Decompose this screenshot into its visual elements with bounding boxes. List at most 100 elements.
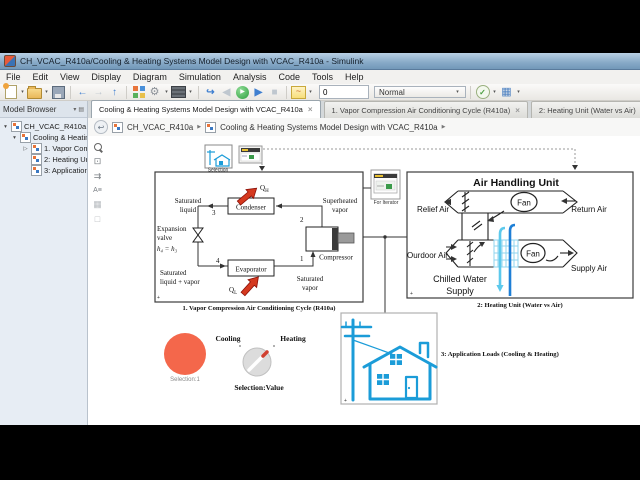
- model-browser-title: Model Browser: [3, 104, 57, 114]
- menu-code[interactable]: Code: [278, 72, 300, 82]
- breadcrumb-item-current[interactable]: Cooling & Heating Systems Model Design w…: [220, 122, 438, 132]
- selection-knob[interactable]: Cooling Heating Selection:Value: [215, 334, 305, 392]
- breadcrumb-back-button[interactable]: ↩: [94, 120, 108, 134]
- fit-to-view-icon[interactable]: ⊡: [93, 156, 102, 166]
- open-caret-icon[interactable]: ▾: [45, 89, 48, 95]
- menu-help[interactable]: Help: [345, 72, 364, 82]
- svg-text:valve: valve: [157, 234, 172, 242]
- build-button[interactable]: ▦: [501, 85, 512, 98]
- browser-collapse-icon[interactable]: ▤: [78, 106, 84, 113]
- stop-button[interactable]: ■: [271, 86, 278, 98]
- new-model-button[interactable]: [2, 83, 18, 100]
- model-advisor-button[interactable]: ✓: [475, 85, 490, 100]
- close-icon[interactable]: ×: [307, 105, 313, 114]
- toolbar: ▾ ▾ ← → ↑ ⚙ ▾ ▾ ↪ ◀ ▶ ▶ ■ ~ ▾ Normal: [0, 83, 640, 101]
- house-windows: [377, 354, 411, 390]
- update-diagram-button[interactable]: ↪: [206, 86, 215, 98]
- application-loads-subsystem[interactable]: +: [340, 312, 438, 405]
- sim-stop-time-input[interactable]: [319, 85, 369, 99]
- svg-text:vapor: vapor: [332, 206, 349, 214]
- library-browser-button[interactable]: [131, 85, 146, 100]
- tab-model-design[interactable]: Cooling & Heating Systems Model Design w…: [91, 100, 321, 118]
- image-icon[interactable]: ▦: [93, 199, 102, 209]
- window-titlebar-icon: [375, 175, 383, 177]
- new-model-caret-icon[interactable]: ▾: [21, 89, 24, 95]
- new-model-icon: [2, 83, 17, 99]
- probe-caret-icon[interactable]: ▾: [309, 89, 312, 95]
- house-mini-icon: [207, 150, 231, 167]
- step-forward-button[interactable]: ▶: [254, 86, 263, 98]
- config-caret-icon[interactable]: ▾: [189, 89, 192, 95]
- evaporator-block[interactable]: [227, 259, 275, 277]
- model-canvas[interactable]: ⊡ ⇉ A≡ ▦ □: [88, 136, 640, 425]
- menu-simulation[interactable]: Simulation: [178, 72, 221, 82]
- sim-mode-select[interactable]: Normal ▾: [374, 86, 466, 98]
- area-box-icon[interactable]: □: [94, 213, 101, 224]
- tree-item-application-loads[interactable]: 3: Application: [0, 165, 87, 176]
- menu-view[interactable]: View: [60, 72, 80, 82]
- menu-display[interactable]: Display: [91, 72, 121, 82]
- expansion-valve-symbol: [192, 227, 204, 243]
- model-config-button[interactable]: [171, 85, 186, 100]
- node-4: 4: [216, 257, 220, 265]
- pan-arrows-icon[interactable]: ⇉: [93, 171, 102, 181]
- tab-heating-unit[interactable]: 2: Heating Unit (Water vs Air) ×: [530, 101, 640, 118]
- enthalpy-equation: h₄ = h₃: [157, 245, 178, 253]
- vapor-compression-subsystem[interactable]: 1. Vapor Compression Air Conditioning Cy…: [154, 171, 364, 312]
- open-button[interactable]: [27, 85, 42, 100]
- display-block[interactable]: [238, 145, 263, 164]
- settings-caret-icon[interactable]: ▾: [165, 89, 168, 95]
- run-icon: ▶: [236, 85, 249, 99]
- house-icon: [362, 341, 438, 401]
- power-pole-icon: [340, 318, 393, 402]
- lamp-indicator[interactable]: Selection:1: [164, 333, 206, 383]
- supply-air-label: Supply Air: [571, 264, 607, 273]
- menu-tools[interactable]: Tools: [311, 72, 333, 82]
- menu-file[interactable]: File: [6, 72, 21, 82]
- tree-item-vapor-compression[interactable]: ▷ 1. Vapor Comp: [0, 143, 87, 154]
- expand-arrow-icon[interactable]: ▾: [13, 134, 16, 141]
- expand-arrow-icon[interactable]: ▷: [23, 145, 28, 152]
- compressor-block[interactable]: [305, 226, 355, 252]
- breadcrumb: ↩ CH_VCAC_R410a ▶ Cooling & Heating Syst…: [88, 118, 640, 137]
- close-icon[interactable]: ×: [515, 105, 520, 115]
- for-iterator-block[interactable]: For Iterator: [370, 169, 401, 206]
- build-caret-icon[interactable]: ▾: [517, 89, 520, 95]
- subsystem-icon: [31, 154, 42, 165]
- canvas-palette: ⊡ ⇉ A≡ ▦ □: [88, 136, 106, 425]
- advisor-caret-icon[interactable]: ▾: [493, 89, 496, 95]
- annotation-icon[interactable]: A≡: [93, 187, 102, 194]
- simulink-window: CH_VCAC_R410a/Cooling & Heating Systems …: [0, 53, 640, 425]
- breadcrumb-item-root[interactable]: CH_VCAC_R410a: [127, 122, 194, 132]
- step-back-button[interactable]: ◀: [222, 86, 231, 98]
- probe-button[interactable]: ~: [291, 85, 306, 100]
- title-bar[interactable]: CH_VCAC_R410a/Cooling & Heating Systems …: [0, 53, 640, 70]
- save-button[interactable]: [51, 85, 66, 100]
- toolbar-separator: [126, 85, 127, 99]
- window-title: CH_VCAC_R410a/Cooling & Heating Systems …: [20, 56, 364, 66]
- knob-tick: [273, 345, 275, 347]
- zoom-icon[interactable]: [91, 140, 104, 153]
- heat-in-arrow: [240, 276, 259, 297]
- tree-item-heating-unit[interactable]: 2: Heating Uni: [0, 154, 87, 165]
- model-browser-panel: Model Browser ▾ ▤ ▾ CH_VCAC_R410a ▾ Cool…: [0, 101, 88, 425]
- heating-unit-subsystem[interactable]: 2: Heating Unit (Water vs Air) Air Handl…: [406, 171, 634, 309]
- up-to-parent-button[interactable]: ↑: [112, 86, 117, 98]
- node-2: 2: [300, 216, 304, 224]
- back-button[interactable]: ←: [77, 86, 88, 98]
- expand-arrow-icon[interactable]: ▾: [4, 123, 7, 130]
- run-button[interactable]: ▶: [235, 85, 250, 100]
- magnifier-icon: [93, 142, 102, 151]
- menu-edit[interactable]: Edit: [32, 72, 49, 82]
- tab-vapor-compression[interactable]: 1. Vapor Compression Air Conditioning Cy…: [323, 101, 528, 118]
- tree-item-root[interactable]: ▾ CH_VCAC_R410a: [0, 121, 87, 132]
- browser-menu-caret-icon[interactable]: ▾: [73, 106, 77, 113]
- selection-block[interactable]: Selection: [204, 144, 233, 174]
- menu-diagram[interactable]: Diagram: [132, 72, 167, 82]
- menu-analysis[interactable]: Analysis: [232, 72, 267, 82]
- tree-item-cooling-heating[interactable]: ▾ Cooling & Heating S: [0, 132, 87, 143]
- subsystem-icon: [112, 121, 123, 133]
- model-settings-button[interactable]: ⚙: [149, 85, 160, 98]
- forward-button[interactable]: →: [93, 86, 104, 98]
- saturated-liquid-vapor-label: Saturated: [160, 269, 187, 277]
